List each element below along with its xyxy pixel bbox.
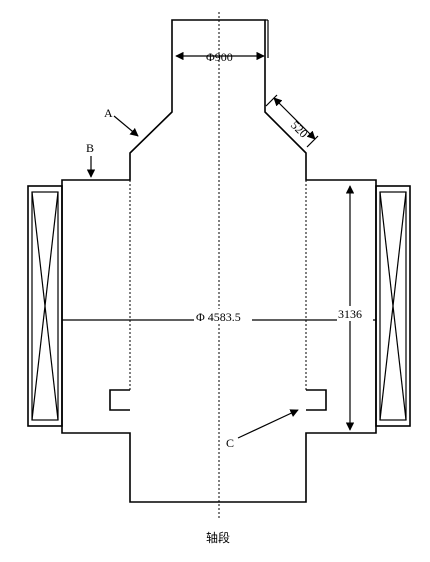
marker-b-label: B xyxy=(86,141,94,155)
chamfer-dimension xyxy=(265,94,319,148)
marker-c-label: C xyxy=(226,436,234,450)
chamfer-dimension-label: 520 xyxy=(288,118,311,141)
height-label-background xyxy=(337,306,373,321)
axis-caption: 轴段 xyxy=(206,530,230,545)
marker-a-arrow xyxy=(113,115,139,137)
keyway-right xyxy=(306,389,327,411)
neck-dimension-label: Φ900 xyxy=(206,50,233,64)
diameter-dimension-label: Φ 4583.5 xyxy=(196,310,241,324)
diameter-label-background xyxy=(194,309,252,324)
keyway-left xyxy=(109,389,130,411)
marker-c-arrow xyxy=(237,409,299,439)
winding-right xyxy=(375,185,411,427)
winding-left xyxy=(27,185,63,427)
height-dimension-label: 3136 xyxy=(338,307,362,321)
neck-dimension xyxy=(175,19,269,61)
marker-a-label: A xyxy=(104,106,113,120)
